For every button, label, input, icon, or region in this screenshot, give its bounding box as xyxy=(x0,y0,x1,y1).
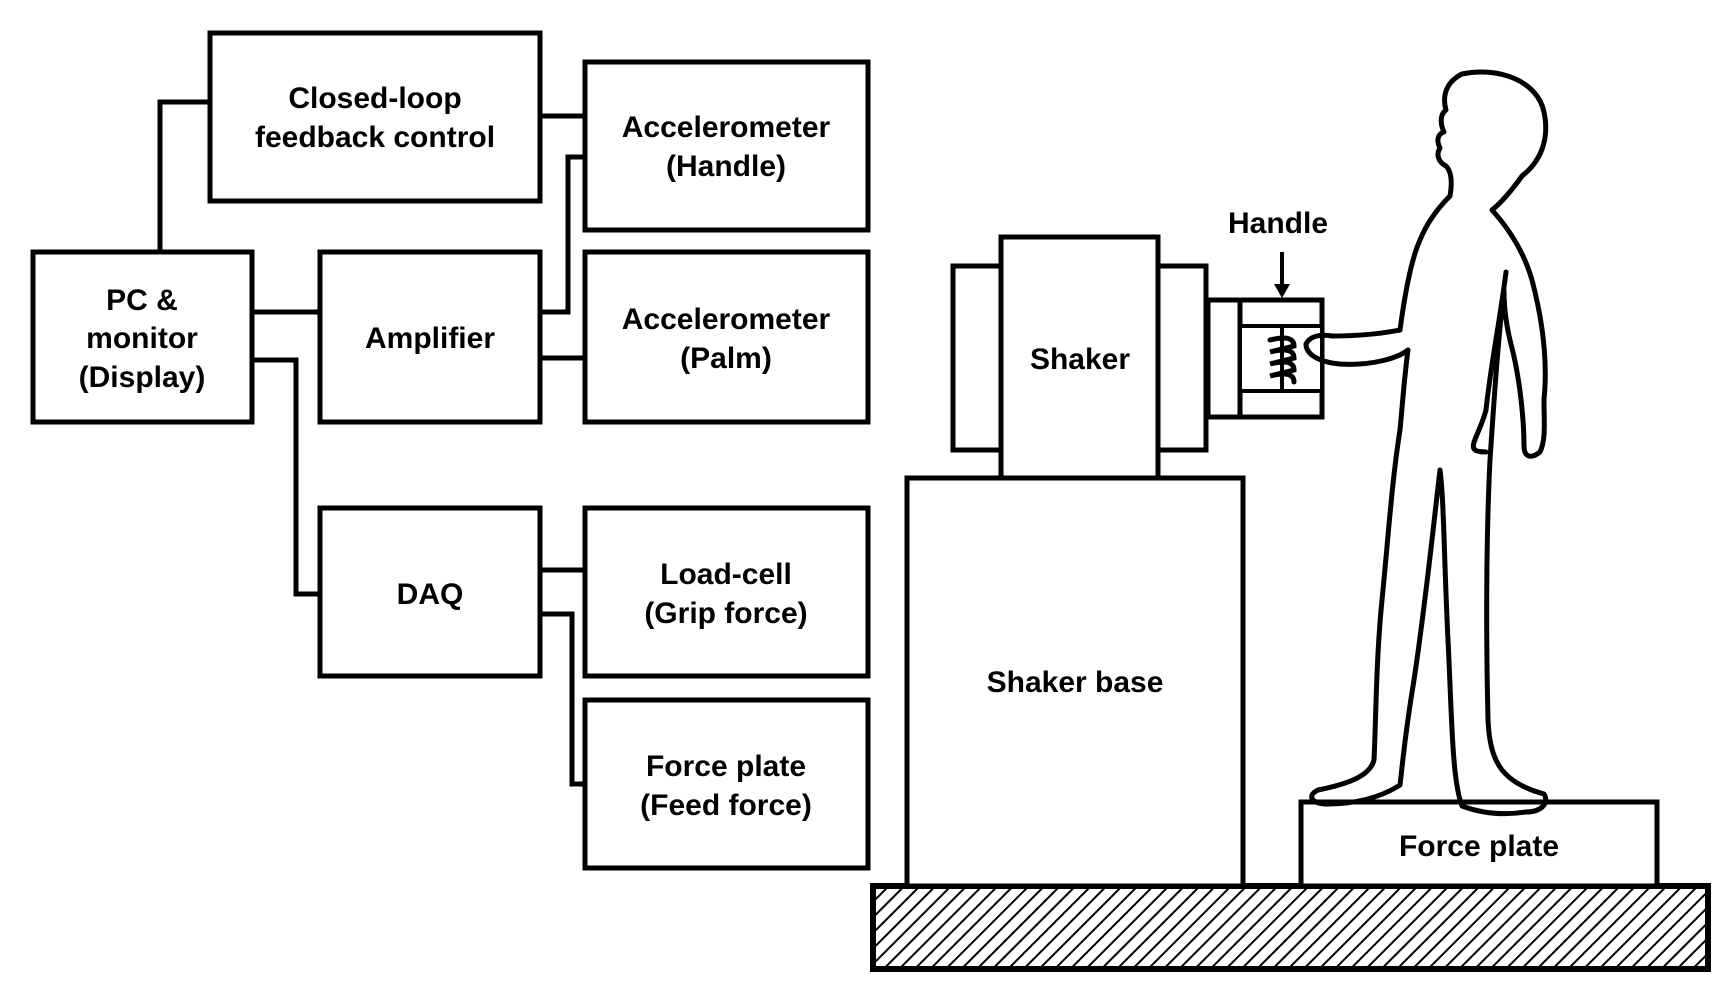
handle-assembly: Handle xyxy=(1205,207,1328,420)
block-force-plate-feed-force: Force plate (Feed force) xyxy=(582,697,871,871)
force-plate-block-line2: (Feed force) xyxy=(640,789,812,822)
handle-arrow-head xyxy=(1274,284,1290,298)
load-cell-line1: Load-cell xyxy=(660,558,792,591)
wire-pc-to-daq xyxy=(252,357,320,597)
force-plate-label: Force plate xyxy=(1399,830,1559,863)
wire-daq-to-force-plate xyxy=(540,611,585,787)
wire-pc-to-closed-loop xyxy=(157,99,210,252)
amplifier-label: Amplifier xyxy=(365,322,495,355)
block-amplifier: Amplifier xyxy=(317,249,543,425)
human-figure-icon xyxy=(1303,69,1549,817)
block-closed-loop-feedback-control: Closed-loop feedback control xyxy=(207,30,543,204)
handle-label: Handle xyxy=(1228,207,1328,240)
pc-line1: PC & xyxy=(106,284,178,317)
closed-loop-line1: Closed-loop xyxy=(288,82,461,115)
pc-line3: (Display) xyxy=(79,361,206,394)
connection-wires xyxy=(157,99,585,787)
pc-line2: monitor xyxy=(86,322,198,355)
block-pc-monitor: PC & monitor (Display) xyxy=(30,249,255,425)
shaker: Shaker xyxy=(950,234,1209,481)
ground-floor xyxy=(870,883,1711,972)
shaker-base-label: Shaker base xyxy=(987,666,1164,699)
force-plate-block-line1: Force plate xyxy=(646,750,806,783)
closed-loop-line2: feedback control xyxy=(255,121,495,154)
daq-label: DAQ xyxy=(397,578,464,611)
block-accelerometer-handle: Accelerometer (Handle) xyxy=(582,59,871,233)
shaker-label: Shaker xyxy=(1030,343,1130,376)
load-cell-line2: (Grip force) xyxy=(644,597,807,630)
block-accelerometer-palm: Accelerometer (Palm) xyxy=(582,249,871,425)
shaker-base: Shaker base xyxy=(904,475,1246,889)
block-daq: DAQ xyxy=(317,505,543,679)
handle-spring-icon xyxy=(1267,335,1297,385)
wire-amplifier-to-accel-handle xyxy=(540,154,585,315)
accel-palm-line1: Accelerometer xyxy=(622,303,831,336)
accel-handle-line2: (Handle) xyxy=(666,150,786,183)
accel-handle-line1: Accelerometer xyxy=(622,111,831,144)
accel-palm-line2: (Palm) xyxy=(680,342,772,375)
force-plate-platform: Force plate xyxy=(1298,799,1660,889)
block-load-cell: Load-cell (Grip force) xyxy=(582,505,871,679)
